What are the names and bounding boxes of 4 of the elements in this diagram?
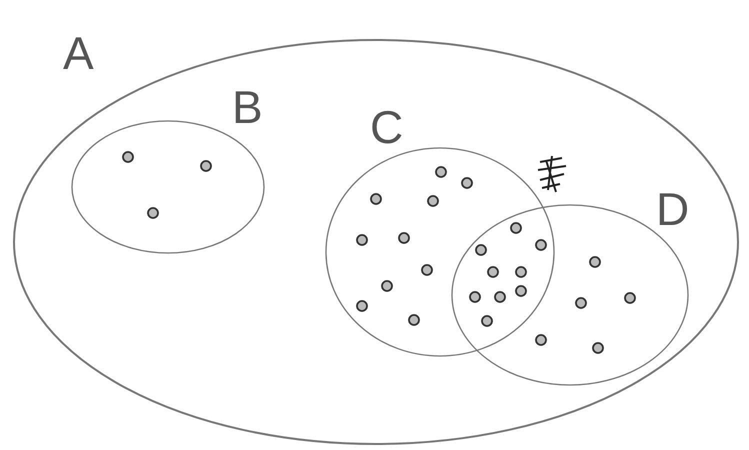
set-label: D <box>656 186 690 232</box>
set-label: A <box>63 30 94 76</box>
set-label: B <box>232 84 263 130</box>
set-label: C <box>370 104 404 150</box>
